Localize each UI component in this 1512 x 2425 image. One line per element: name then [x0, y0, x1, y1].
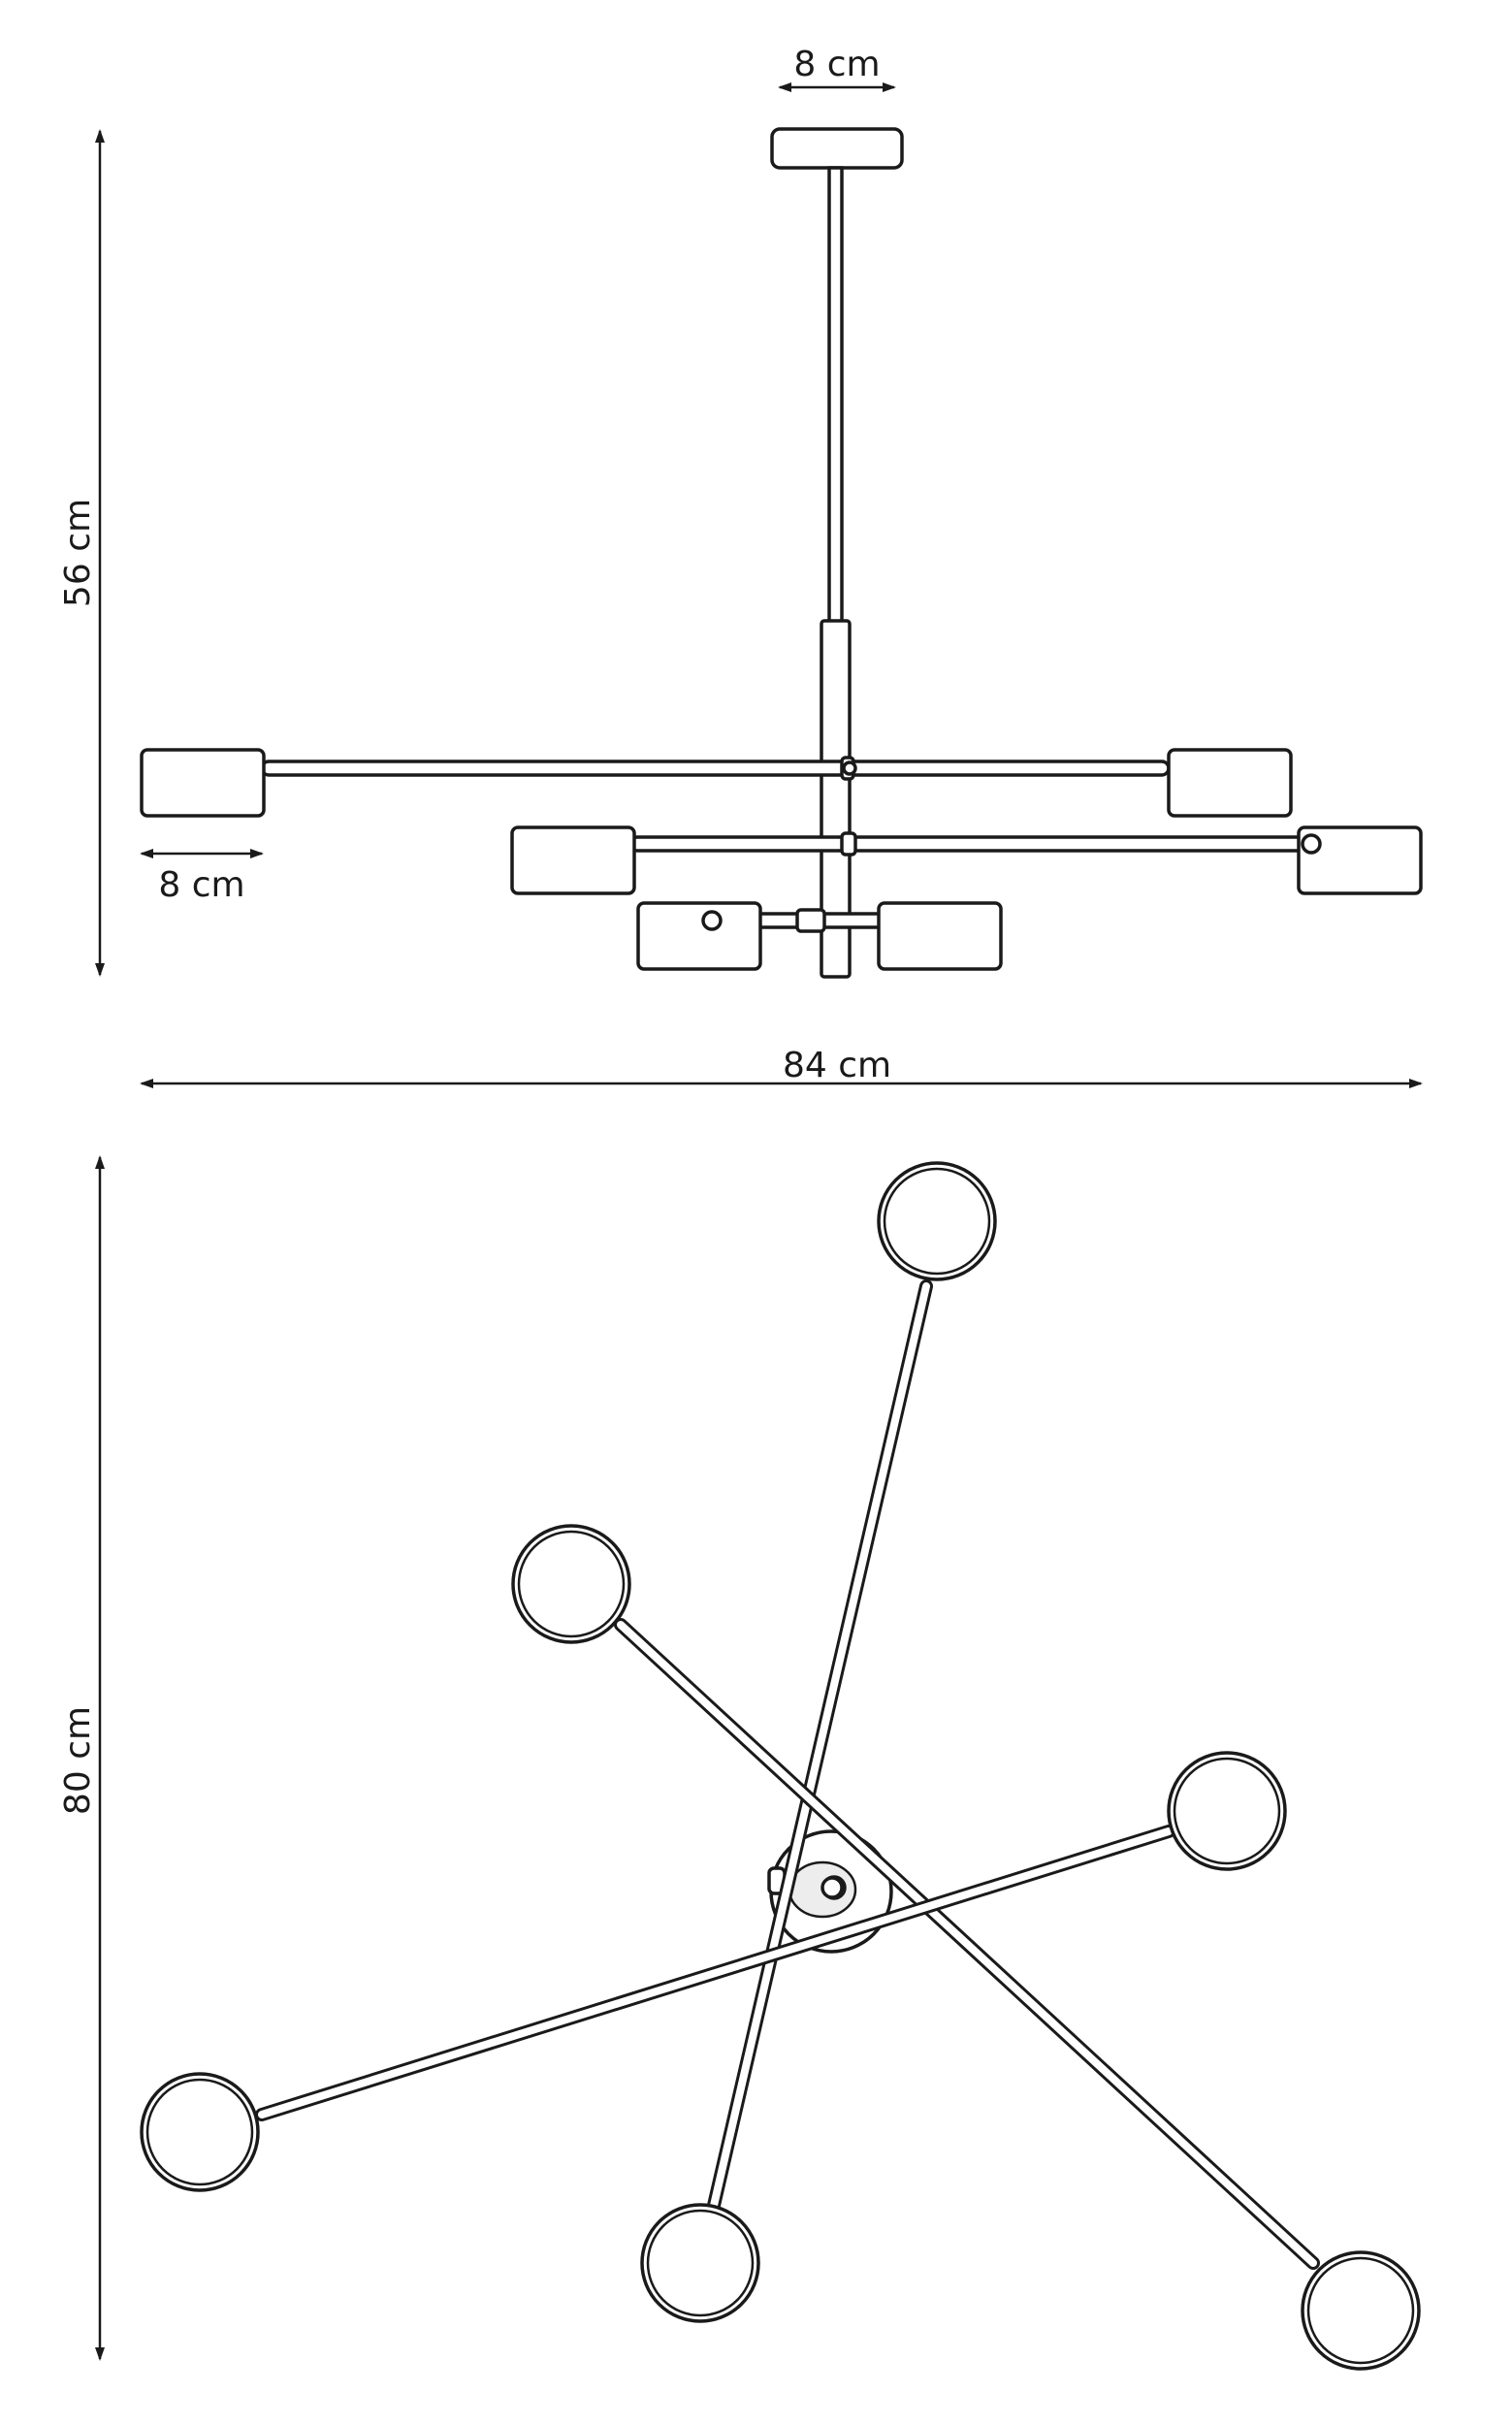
lamp-head-right [1167, 1751, 1287, 1871]
top-arm-c [140, 1751, 1287, 2192]
arm-end-cap [1301, 833, 1322, 855]
lamp-shade [877, 901, 1003, 971]
downrod [827, 166, 844, 626]
dimension-canopy-width: 8 cm [778, 45, 896, 92]
arm-end-cap [842, 760, 857, 776]
dimension-shade-width: 8 cm [140, 849, 264, 905]
ceiling-canopy [770, 127, 904, 170]
hub-bolt [820, 1876, 844, 1899]
dimension-label: 8 cm [793, 45, 880, 84]
dimension-label: 8 cm [158, 865, 244, 905]
lamp-shade [140, 748, 266, 818]
dimension-label: 56 cm [58, 499, 98, 607]
lamp-shade [636, 901, 762, 971]
lamp-shade [1297, 825, 1423, 895]
lamp-head-bottom [640, 2203, 760, 2323]
dimension-top-depth: 80 cm [58, 1155, 105, 2361]
lamp-head-upper-left [511, 1524, 631, 1644]
lamp-shade [510, 825, 636, 895]
arm-end-cap [701, 910, 723, 931]
dimension-label: 80 cm [58, 1706, 98, 1815]
lamp-head-lower-right [1301, 2250, 1421, 2371]
dimension-side-height: 56 cm [58, 129, 105, 977]
top-view [140, 1161, 1421, 2371]
lamp-shade [1167, 748, 1293, 818]
arm-middle [628, 835, 1326, 853]
dimension-total-width: 84 cm [140, 1046, 1423, 1088]
top-arm-a [640, 1161, 997, 2323]
arm-connector [840, 831, 857, 857]
arm-connector [795, 908, 826, 933]
top-arm-b [511, 1524, 1421, 2371]
central-stem [820, 619, 852, 979]
dimension-label: 84 cm [783, 1046, 891, 1085]
side-view [140, 127, 1423, 979]
arm-upper [260, 760, 1171, 777]
lamp-head-top [877, 1161, 997, 1281]
lamp-head-left [140, 2072, 260, 2192]
